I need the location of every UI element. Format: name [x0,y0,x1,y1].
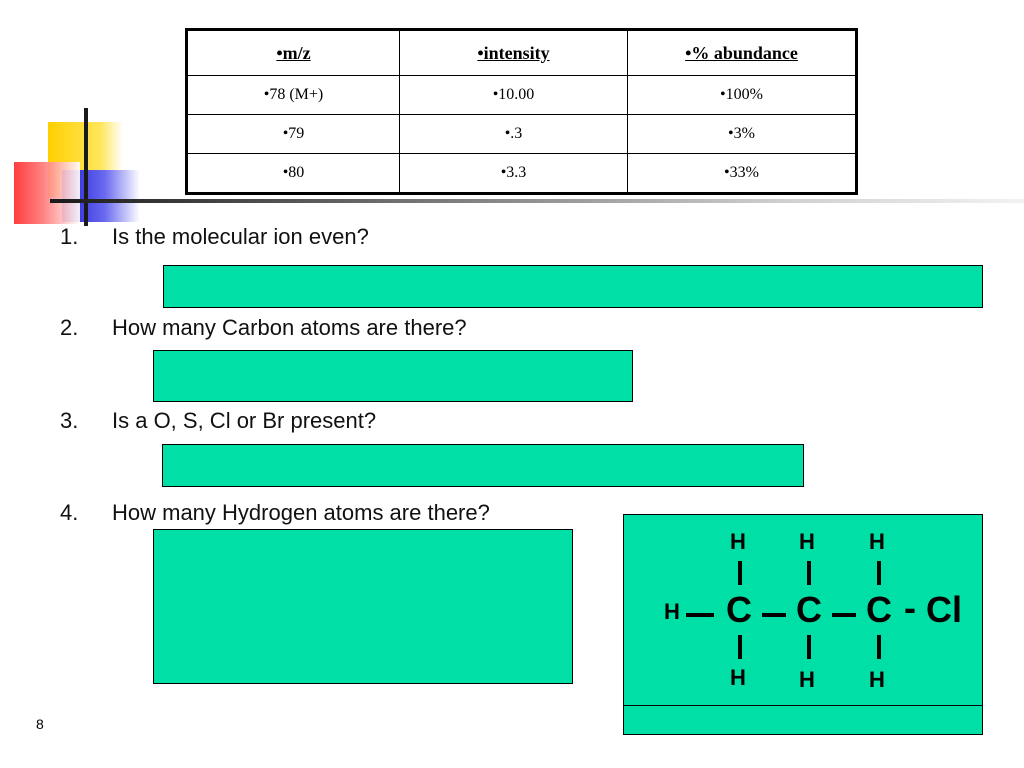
bond-horizontal [832,613,856,617]
question-4: 4. How many Hydrogen atoms are there? [60,500,490,526]
atom-chlorine: Cl [926,589,962,630]
answer-box-1[interactable] [163,265,983,308]
table-row: •80 •3.3 •33% [186,153,857,194]
bond-vertical [877,635,881,659]
bond-horizontal [762,613,786,617]
question-number: 4. [60,500,79,525]
table-cell-intensity: •10.00 [399,75,628,115]
table-cell-mz: •79 [186,114,400,154]
table-cell-intensity: •3.3 [399,153,628,194]
table-cell-mz: •80 [186,153,400,194]
table-cell-abundance: •3% [627,114,857,154]
table-header-row: •m/z •intensity •% abundance [186,29,857,76]
question-text: Is the molecular ion even? [112,224,369,249]
question-2: 2. How many Carbon atoms are there? [60,315,467,341]
slide-number: 8 [36,716,44,732]
atom-hydrogen: H [730,665,746,690]
decorative-vertical-line [84,108,88,226]
table-cell-abundance: •100% [627,75,857,115]
question-number: 1. [60,224,79,249]
header-abundance: •% abundance [627,29,857,76]
panel-divider [624,705,982,706]
question-text: Is a O, S, Cl or Br present? [112,408,377,433]
table-row: •78 (M+) •10.00 •100% [186,75,857,115]
question-text: How many Carbon atoms are there? [112,315,467,340]
bond-vertical [877,561,881,585]
atom-carbon: C [866,589,892,630]
atom-hydrogen: H [799,529,815,554]
atom-hydrogen: H [664,599,680,624]
atom-carbon: C [796,589,822,630]
answer-box-3[interactable] [162,444,804,487]
bond-horizontal [686,613,714,617]
header-mz: •m/z [186,29,400,76]
decorative-red-square [14,162,80,224]
question-number: 2. [60,315,79,340]
table-cell-intensity: •.3 [399,114,628,154]
header-intensity: •intensity [399,29,628,76]
atom-hydrogen: H [869,529,885,554]
question-1: 1. Is the molecular ion even? [60,224,369,250]
table-cell-mz: •78 (M+) [186,75,400,115]
bond-vertical [807,561,811,585]
question-3: 3. Is a O, S, Cl or Br present? [60,408,376,434]
bond-vertical [738,561,742,585]
atom-carbon: C [726,589,752,630]
question-number: 3. [60,408,79,433]
bond-vertical [738,635,742,659]
decorative-horizontal-line [50,199,1024,203]
table-row: •79 •.3 •3% [186,114,857,154]
molecule-structure-panel[interactable]: H H H H C C C - Cl H H H [623,514,983,735]
answer-box-2[interactable] [153,350,633,402]
atom-hydrogen: H [869,667,885,692]
atom-hydrogen: H [799,667,815,692]
table-cell-abundance: •33% [627,153,857,194]
question-text: How many Hydrogen atoms are there? [112,500,490,525]
bond-dash-chlorine: - [904,587,916,628]
mass-spectrum-table: •m/z •intensity •% abundance •78 (M+) •1… [185,28,858,195]
bond-vertical [807,635,811,659]
atom-hydrogen: H [730,529,746,554]
answer-box-4[interactable] [153,529,573,684]
